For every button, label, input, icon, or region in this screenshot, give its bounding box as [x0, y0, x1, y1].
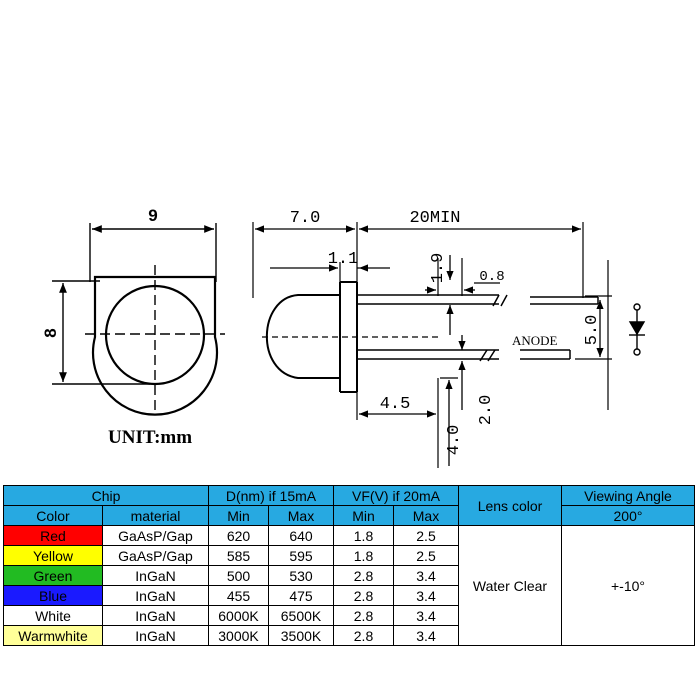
flange-label: 1.1 [328, 250, 359, 269]
vf-max-cell: 3.4 [393, 585, 459, 606]
flange-edges [340, 281, 357, 393]
front-outline [91, 275, 219, 416]
body-length-label: 7.0 [290, 209, 321, 228]
vf-min-cell: 2.8 [333, 625, 394, 646]
vf-max-cell: 3.4 [393, 625, 459, 646]
lens-color-cell: Water Clear [458, 525, 562, 646]
lens-dome [265, 294, 340, 379]
spec-table: Chip D(nm) if 15mA VF(V) if 20mA Lens co… [3, 485, 695, 646]
color-cell: Red [3, 525, 103, 546]
material-cell: InGaN [102, 585, 209, 606]
material-cell: InGaN [102, 605, 209, 626]
wavelength-max-cell: 6500K [268, 605, 334, 626]
table-header-row-1: Chip D(nm) if 15mA VF(V) if 20mA Lens co… [3, 485, 695, 526]
lead-spacing-label: 5.0 [583, 315, 602, 346]
lead-length-label: 20MIN [409, 209, 460, 228]
wavelength-min-header: Min [208, 505, 269, 526]
dimension-4-5-label: 4.5 [380, 395, 411, 414]
color-cell: Green [3, 565, 103, 586]
table-row: White InGaN 6000K 6500K 2.8 3.4 [3, 605, 695, 626]
material-cell: InGaN [102, 625, 209, 646]
material-header: material [102, 505, 209, 526]
table-header-row-2: Color material Min Max Min Max 200° [3, 505, 695, 526]
chip-header: Chip [3, 485, 209, 506]
wavelength-min-cell: 500 [208, 565, 269, 586]
wavelength-min-cell: 620 [208, 525, 269, 546]
lens-color-header: Lens color [458, 485, 562, 526]
material-cell: GaAsP/Gap [102, 545, 209, 566]
wavelength-max-cell: 475 [268, 585, 334, 606]
dimension-2-0-label: 2.0 [477, 395, 496, 426]
vf-min-cell: 2.8 [333, 565, 394, 586]
diode-symbol-icon [628, 303, 646, 356]
wavelength-max-cell: 3500K [268, 625, 334, 646]
front-width-label: 9 [148, 206, 157, 225]
vf-max-cell: 2.5 [393, 545, 459, 566]
leads [357, 294, 599, 362]
wavelength-max-cell: 595 [268, 545, 334, 566]
front-height-label: 8 [41, 328, 60, 337]
dimension-4-0-label: 4.0 [445, 425, 464, 456]
viewing-angle-tolerance-cell: +-10° [561, 525, 695, 646]
unit-label: UNIT:mm [108, 427, 192, 448]
vf-max-cell: 3.4 [393, 605, 459, 626]
wavelength-min-cell: 3000K [208, 625, 269, 646]
viewing-angle-value: 200° [561, 505, 695, 526]
color-cell: Blue [3, 585, 103, 606]
vf-max-cell: 2.5 [393, 525, 459, 546]
vf-max-header: Max [393, 505, 459, 526]
table-row: Red GaAsP/Gap 620 640 1.8 2.5 Water Clea… [3, 525, 695, 646]
wavelength-max-cell: 640 [268, 525, 334, 546]
material-cell: InGaN [102, 565, 209, 586]
table-row: Warmwhite InGaN 3000K 3500K 2.8 3.4 [3, 625, 695, 646]
vf-min-cell: 1.8 [333, 545, 394, 566]
wavelength-min-cell: 585 [208, 545, 269, 566]
viewing-angle-header: Viewing Angle [561, 485, 695, 506]
vf-min-cell: 1.8 [333, 525, 394, 546]
material-cell: GaAsP/Gap [102, 525, 209, 546]
lead-thickness-label: 0.8 [479, 269, 504, 285]
color-cell: Warmwhite [3, 625, 103, 646]
color-cell: White [3, 605, 103, 626]
vf-max-cell: 3.4 [393, 565, 459, 586]
vf-min-cell: 2.8 [333, 585, 394, 606]
wavelength-max-header: Max [268, 505, 334, 526]
wavelength-header: D(nm) if 15mA [208, 485, 334, 506]
vf-min-header: Min [333, 505, 394, 526]
vf-min-cell: 2.8 [333, 605, 394, 626]
wavelength-min-cell: 455 [208, 585, 269, 606]
table-row: Yellow GaAsP/Gap 585 595 1.8 2.5 [3, 545, 695, 566]
led-dimension-drawing: 9 8 UNIT:mm [41, 206, 646, 468]
anode-label: ANODE [512, 333, 558, 348]
wavelength-max-cell: 530 [268, 565, 334, 586]
flange-height-label: 1.9 [429, 253, 448, 284]
vf-header: VF(V) if 20mA [333, 485, 459, 506]
wavelength-min-cell: 6000K [208, 605, 269, 626]
color-header: Color [3, 505, 103, 526]
color-cell: Yellow [3, 545, 103, 566]
